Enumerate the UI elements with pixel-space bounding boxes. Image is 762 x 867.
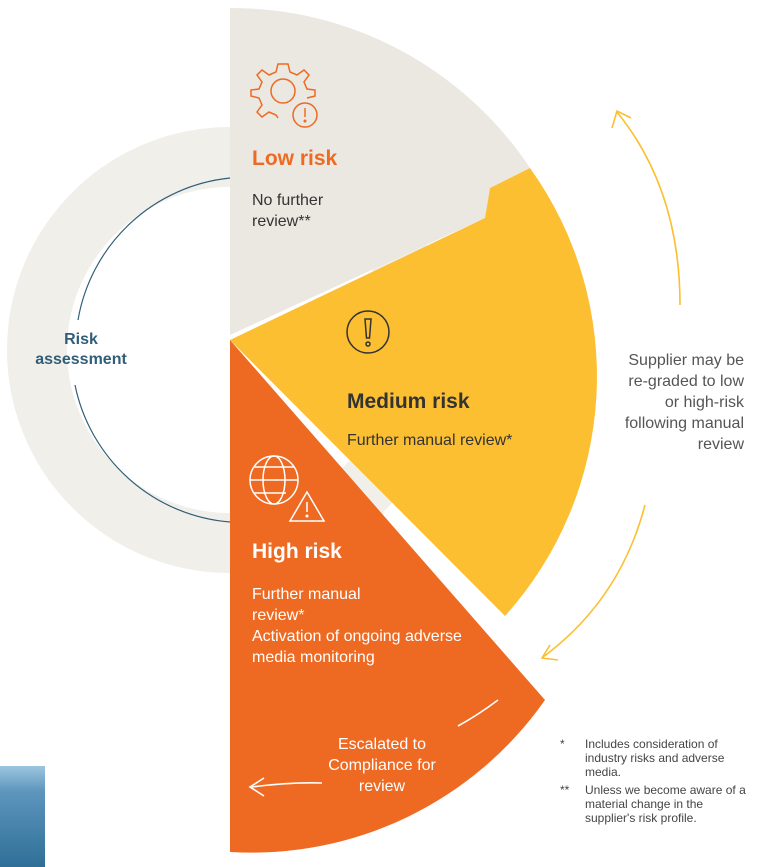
low-risk-segment [230,7,530,336]
regrade-arrowhead-down [540,644,559,661]
high-risk-segment [230,340,545,853]
gear-warning-icon [250,63,318,128]
escalation-arrow [251,782,323,788]
regrade-arrowhead-up [611,109,632,129]
medium-risk-segment [230,168,597,616]
low-risk-title: Low risk [252,147,338,170]
globe-warning-icon [249,455,326,522]
medium-risk-title: Medium risk [347,390,470,413]
escalation-line [457,699,499,727]
footnote-marker: ** [560,783,570,797]
escalation-text: Escalated to Compliance for review [328,736,436,795]
footnote-item: ** Unless we become aware of a material … [560,783,750,825]
risk-assessment-label: Risk assessment [35,331,127,368]
footnotes: * Includes consideration of industry ris… [560,737,750,829]
sea-photo [0,766,45,867]
footnote-text: Unless we become aware of a material cha… [585,783,746,825]
low-risk-description: No further review** [252,192,324,230]
footnote-marker: * [560,737,565,751]
ring-arc-upper [77,177,231,321]
exclamation-circle-icon [346,310,390,354]
escalation-arrowhead [248,777,265,797]
regrade-arrow-up [616,111,681,306]
ring-arc-lower [74,384,231,523]
high-risk-title: High risk [252,540,342,563]
high-risk-description: Further manual review* [252,586,361,624]
regrade-note: Supplier may be re-graded to low or high… [624,352,744,453]
high-risk-action: Activation of ongoing adverse media moni… [252,628,462,666]
medium-risk-description: Further manual review* [347,432,513,449]
footnote-text: Includes consideration of industry risks… [585,737,725,779]
regrade-arrow-down [542,504,646,658]
footnote-item: * Includes consideration of industry ris… [560,737,750,779]
